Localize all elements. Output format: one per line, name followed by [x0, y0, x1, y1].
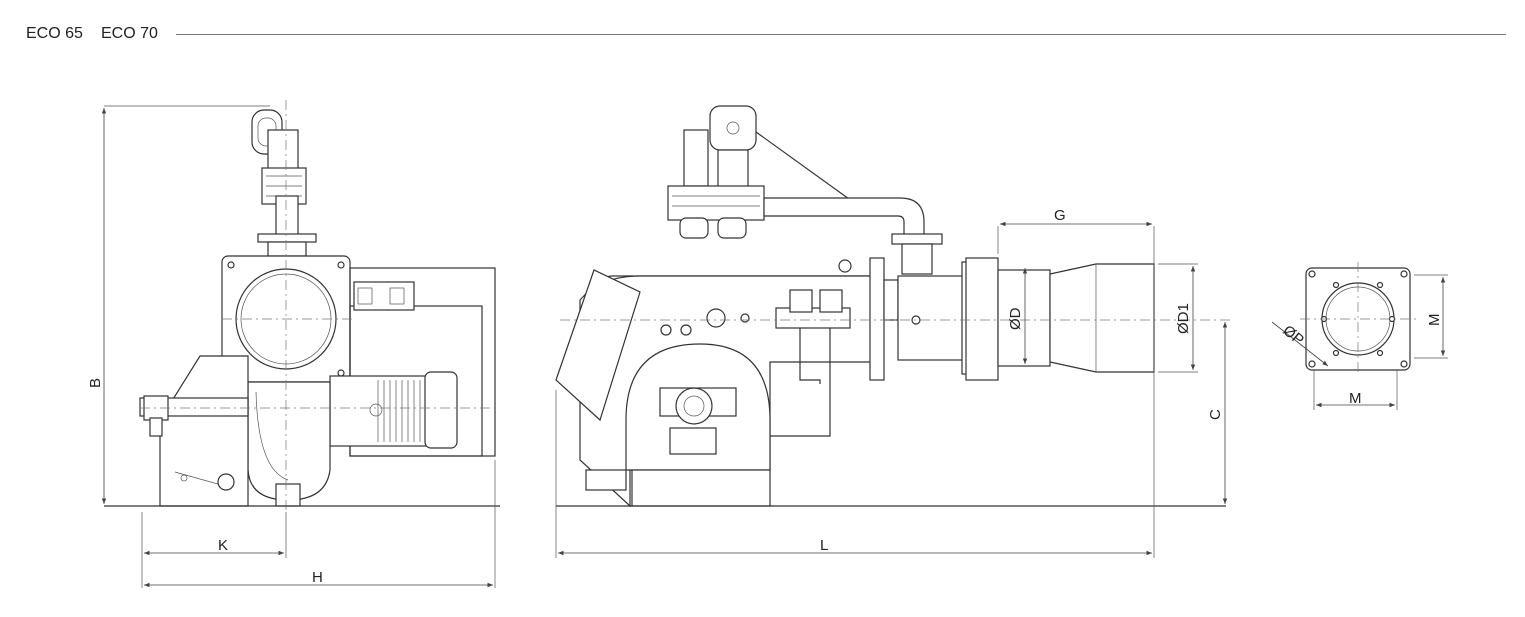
- side-dimensions: [555, 221, 1228, 558]
- dim-label-m-horizontal: M: [1349, 390, 1362, 407]
- front-view: [104, 100, 500, 512]
- dim-label-m-vertical: M: [1426, 314, 1443, 327]
- dim-label-k: K: [218, 537, 228, 554]
- dim-label-p: ØP: [1279, 322, 1307, 349]
- side-view: [555, 105, 1230, 508]
- dim-label-l: L: [820, 537, 828, 554]
- flange-view: [1300, 262, 1416, 376]
- front-support: [139, 355, 249, 507]
- dim-label-d: ØD: [1007, 307, 1024, 330]
- front-motor: [329, 267, 496, 457]
- dim-label-g: G: [1054, 207, 1066, 224]
- dim-label-b: B: [87, 378, 104, 388]
- header-rule: [176, 34, 1506, 35]
- dim-label-c: C: [1207, 409, 1224, 420]
- front-fan-body: [247, 381, 331, 507]
- front-dimensions: [101, 105, 496, 588]
- dim-label-d1: ØD1: [1175, 303, 1192, 334]
- drawing-header: ECO 65 ECO 70: [26, 24, 1506, 46]
- side-valve-train: [667, 105, 943, 275]
- dim-label-h: H: [312, 569, 323, 586]
- model-label-eco-65: ECO 65: [26, 25, 83, 42]
- model-label-eco-70: ECO 70: [101, 25, 158, 42]
- front-valve-train: [251, 109, 317, 257]
- flange-dimensions: [1271, 274, 1448, 410]
- side-volute: [585, 343, 771, 507]
